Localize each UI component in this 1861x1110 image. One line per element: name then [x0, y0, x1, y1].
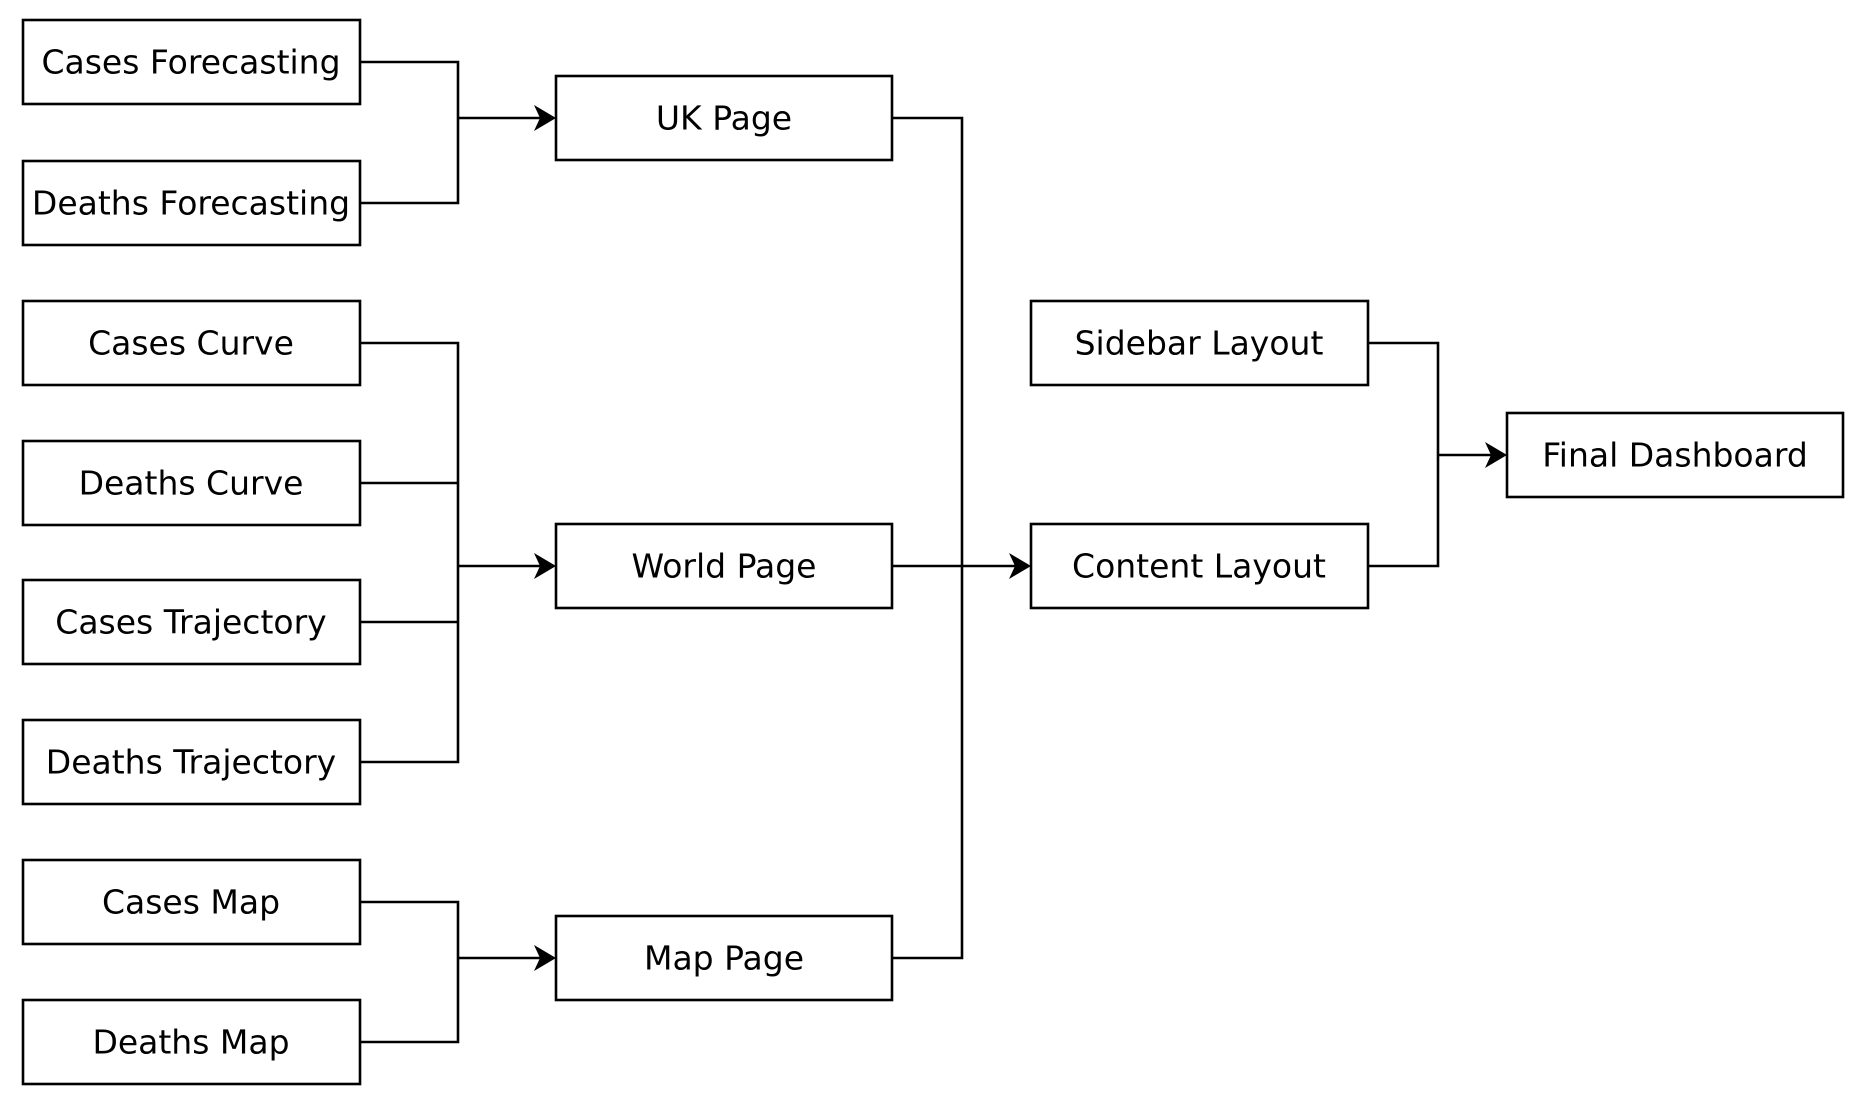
node-cases-forecasting: Cases Forecasting [21, 18, 362, 106]
edge-map-page-to-content-layout [892, 566, 964, 960]
node-sidebar-layout: Sidebar Layout [1029, 299, 1370, 387]
node-label: Cases Forecasting [41, 43, 340, 82]
node-label: UK Page [656, 99, 792, 138]
node-deaths-forecasting: Deaths Forecasting [21, 159, 362, 247]
edge-cases-map-to-map-page [360, 900, 460, 958]
node-label: Deaths Curve [79, 464, 304, 503]
node-label: Cases Trajectory [55, 603, 326, 642]
node-label: Map Page [644, 939, 804, 978]
node-content-layout: Content Layout [1029, 522, 1370, 610]
edge-deaths-map-to-map-page [360, 958, 460, 1044]
node-cases-map: Cases Map [21, 858, 362, 946]
nodes: Cases Forecasting Deaths Forecasting Cas… [21, 18, 1845, 1086]
node-label: Sidebar Layout [1075, 324, 1324, 363]
node-label: World Page [632, 547, 817, 586]
edge-deaths-trajectory-to-world-page [360, 566, 460, 764]
node-deaths-trajectory: Deaths Trajectory [21, 718, 362, 806]
arrowhead-world-page [534, 553, 556, 579]
node-cases-trajectory: Cases Trajectory [21, 578, 362, 666]
edge-deaths-forecasting-to-uk-page [360, 118, 460, 205]
arrowhead-final-dashboard [1485, 442, 1507, 468]
node-label: Cases Curve [88, 324, 294, 363]
edge-uk-page-to-content-layout [892, 116, 964, 566]
edge-content-layout-to-final-dashboard [1368, 455, 1440, 568]
edge-cases-forecasting-to-uk-page [360, 60, 460, 118]
edge-sidebar-layout-to-final-dashboard [1368, 341, 1440, 455]
node-label: Deaths Forecasting [32, 184, 350, 223]
node-label: Cases Map [102, 883, 280, 922]
edges [360, 60, 1507, 1044]
arrowhead-content-layout [1009, 553, 1031, 579]
node-uk-page: UK Page [554, 74, 894, 162]
node-label: Final Dashboard [1542, 436, 1808, 475]
node-deaths-map: Deaths Map [21, 998, 362, 1086]
node-label: Content Layout [1072, 547, 1326, 586]
arrowhead-uk-page [534, 105, 556, 131]
node-label: Deaths Trajectory [46, 743, 336, 782]
node-label: Deaths Map [92, 1023, 289, 1062]
arrowhead-map-page [534, 945, 556, 971]
node-final-dashboard: Final Dashboard [1505, 411, 1845, 499]
node-deaths-curve: Deaths Curve [21, 439, 362, 527]
node-cases-curve: Cases Curve [21, 299, 362, 387]
node-map-page: Map Page [554, 914, 894, 1002]
node-world-page: World Page [554, 522, 894, 610]
edge-cases-curve-to-world-page [360, 341, 460, 566]
